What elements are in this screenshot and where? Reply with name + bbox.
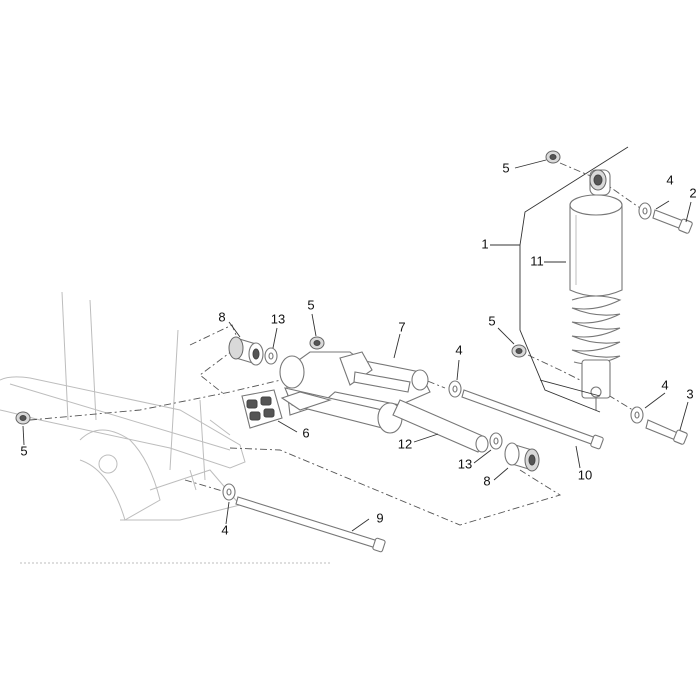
callout-11: 11 — [530, 253, 544, 268]
callout-7: 7 — [398, 319, 405, 334]
washer-upper — [264, 347, 278, 365]
callout-13-upper: 13 — [271, 311, 285, 326]
callout-9: 9 — [376, 510, 383, 525]
callout-5-frame: 5 — [20, 443, 27, 458]
washer-shock-upper — [638, 202, 652, 220]
nut-shock-lower — [511, 344, 527, 358]
shock-spring — [571, 295, 622, 365]
callout-2: 2 — [689, 185, 696, 200]
nut-frame — [15, 411, 31, 425]
callout-8-lower: 8 — [483, 473, 490, 488]
washer-engine-mount — [222, 483, 236, 501]
washer-lower — [489, 432, 503, 450]
callout-4-shock-upper: 4 — [666, 172, 673, 187]
callout-12: 12 — [398, 436, 412, 451]
callout-10: 10 — [578, 467, 592, 482]
washer-shock-lower — [630, 406, 644, 424]
nut-swingarm — [309, 336, 325, 350]
callout-leaders — [22, 159, 692, 532]
callouts: 1 2 3 4 4 4 4 5 5 5 5 6 7 8 8 9 10 11 12… — [20, 160, 696, 537]
bolt-engine-mount — [235, 496, 386, 553]
callout-6: 6 — [302, 425, 309, 440]
callout-13-lower: 13 — [458, 456, 472, 471]
bolt-shock-upper — [652, 209, 693, 234]
bolt-shock-lower — [645, 419, 688, 445]
callout-5-shock-upper: 5 — [502, 160, 509, 175]
callout-4-engine: 4 — [221, 522, 228, 537]
callout-1: 1 — [481, 236, 488, 251]
bolt-long — [461, 389, 604, 450]
callout-4-shock-lower: 4 — [661, 377, 668, 392]
washer-swingarm-pivot — [448, 380, 462, 398]
shock-group-bracket — [519, 146, 629, 413]
shock-absorber — [539, 169, 623, 410]
swing-arm — [279, 351, 431, 434]
callout-4-pivot: 4 — [455, 342, 462, 357]
callout-8-upper: 8 — [218, 309, 225, 324]
bushing-lower — [504, 442, 540, 472]
bushing-upper — [228, 336, 264, 366]
callout-5-shock-lower: 5 — [488, 313, 495, 328]
callout-3: 3 — [686, 386, 693, 401]
silent-block — [241, 389, 283, 429]
assembly-centerlines — [29, 162, 641, 526]
callout-5-swingarm: 5 — [307, 297, 314, 312]
spacer-tube — [392, 399, 489, 453]
nut-shock-upper — [545, 150, 561, 164]
frame-outline — [0, 291, 330, 564]
